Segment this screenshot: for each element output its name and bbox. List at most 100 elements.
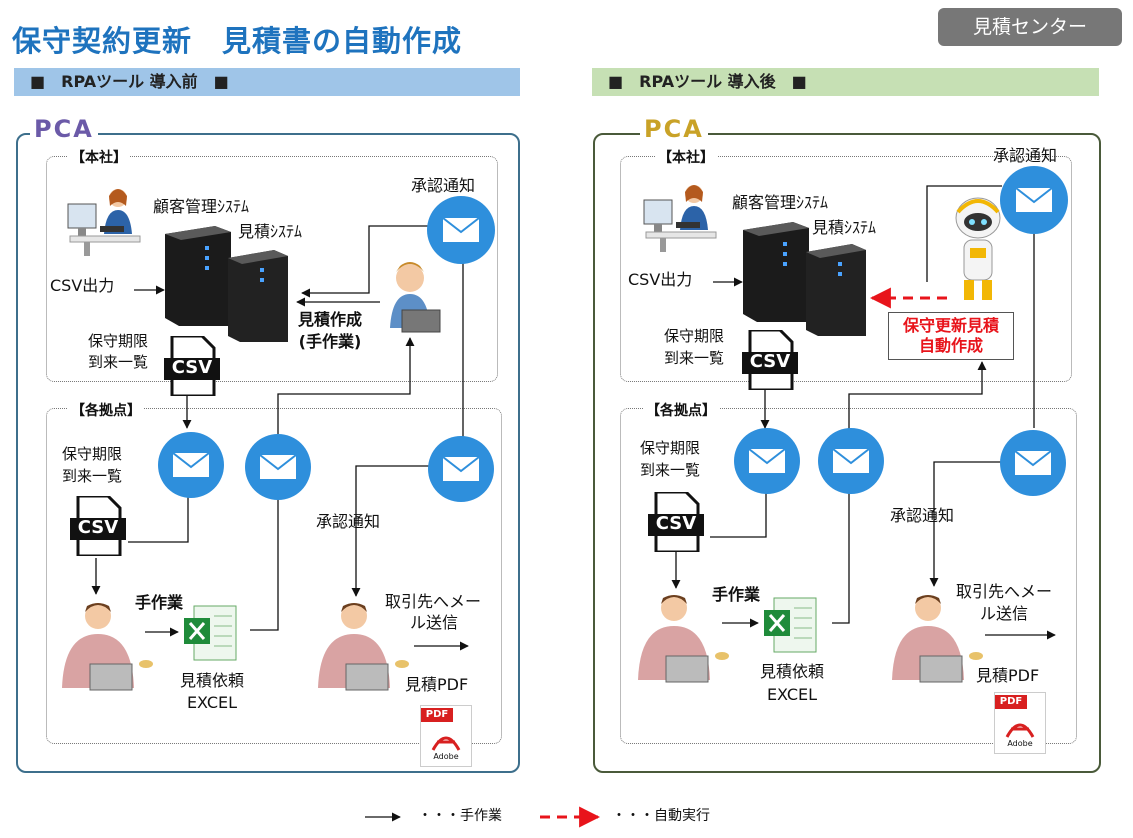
csv-file-icon (70, 494, 126, 558)
before-hq-approval-label: 承認通知 (411, 176, 476, 195)
after-branch-approval-label: 承認通知 (890, 506, 955, 525)
after-excel-label-1: 見積依頼 (759, 662, 824, 681)
pdf-badge: PDF (995, 695, 1027, 709)
csv-file-icon (742, 328, 798, 392)
before-approval-to-system-line (301, 225, 431, 298)
crm-server-icon (743, 222, 809, 322)
csv-icon-text: CSV (171, 357, 213, 378)
mail-envelope-icon (172, 452, 210, 477)
after-band: ■ RPAツール 導入後 ■ (592, 68, 1099, 96)
before-excel-label-2: EXCEL (186, 693, 238, 712)
after-branch-mail-icon-2 (818, 428, 884, 494)
after-hq-approval-mail-icon (1000, 166, 1068, 234)
before-send-label-1: 取引先へメー (385, 592, 482, 611)
mail-envelope-icon (832, 448, 870, 473)
before-branch-mail-icon-1 (158, 432, 224, 498)
after-quote-system-label: 見積ｼｽﾃﾑ (812, 218, 877, 237)
before-branch-mail-icon-3 (428, 436, 494, 502)
before-band: ■ RPAツール 導入前 ■ (14, 68, 520, 96)
mail-envelope-icon (442, 217, 480, 242)
before-mail-to-csv-line (128, 490, 189, 543)
after-approval-to-robot-line (926, 185, 1002, 282)
before-branch-label: 【各拠点】 (68, 400, 144, 420)
before-list-label-2: 到来一覧 (88, 353, 149, 371)
before-send-label-2: ル送信 (410, 613, 459, 632)
quote-server-icon (806, 244, 866, 336)
legend-manual-label: ・・・手作業 (418, 808, 502, 824)
csv-icon-text: CSV (77, 517, 119, 538)
pdf-badge: PDF (421, 708, 453, 722)
after-hq-box (620, 156, 1072, 382)
before-pdf-icon: PDF Adobe (420, 705, 472, 767)
before-list-label-1: 保守期限 (88, 332, 149, 350)
after-send-label-1: 取引先へメー (956, 582, 1053, 601)
before-branch-box (46, 408, 502, 744)
before-branch-csv-icon: CSV (70, 494, 126, 558)
excel-file-icon (184, 605, 237, 661)
before-branch-list-label-2: 到来一覧 (62, 467, 123, 485)
after-branch-list-label-2: 到来一覧 (640, 461, 701, 479)
before-manual-label: 手作業 (135, 593, 184, 612)
before-band-label: ■ RPAツール 導入前 ■ (30, 72, 229, 91)
page-title: 保守契約更新 見積書の自動作成 (12, 24, 463, 58)
adobe-label: Adobe (433, 752, 459, 761)
operator-woman-icon (67, 189, 141, 256)
csv-file-icon (164, 334, 220, 398)
after-list-label-1: 保守期限 (664, 327, 725, 345)
mail-envelope-icon (1015, 187, 1053, 212)
before-pca-logo: PCA (30, 115, 98, 143)
after-excel-to-rpa-line (832, 361, 987, 624)
adobe-label: Adobe (1007, 739, 1033, 748)
after-branch-label: 【各拠点】 (643, 400, 719, 420)
mail-envelope-icon (442, 456, 480, 481)
after-branch-mail-icon-3 (1000, 430, 1066, 496)
before-panel (16, 133, 520, 773)
after-auto-quote-label-2: 自動作成 (918, 336, 983, 355)
before-hq-label: 【本社】 (68, 147, 130, 167)
mail-envelope-icon (748, 448, 786, 473)
csv-icon-text: CSV (655, 513, 697, 534)
after-send-label-2: ル送信 (980, 604, 1029, 623)
legend-auto-label: ・・・自動実行 (612, 808, 710, 824)
after-branch-list-label-1: 保守期限 (640, 439, 701, 457)
before-branch-mail-icon-2 (245, 434, 311, 500)
after-pdf-label: 見積PDF (976, 666, 1040, 685)
before-hq-approval-mail-icon (427, 196, 495, 264)
before-excel-to-quote-line (250, 337, 415, 631)
after-auto-quote-label-1: 保守更新見積 (902, 316, 999, 335)
mail-envelope-icon (1014, 450, 1052, 475)
robot-icon (955, 197, 1001, 300)
operator-woman-icon (643, 185, 717, 252)
csv-icon-text: CSV (749, 351, 791, 372)
after-pdf-icon: PDF Adobe (994, 692, 1046, 754)
after-csv-out-label: CSV出力 (628, 270, 693, 289)
before-pdf-label: 見積PDF (405, 675, 469, 694)
before-manual-quote-label-1: 見積作成 (297, 310, 362, 329)
after-branch-csv-icon: CSV (648, 490, 704, 554)
after-band-label: ■ RPAツール 導入後 ■ (608, 72, 807, 91)
after-panel (593, 133, 1101, 773)
before-quote-system-label: 見積ｼｽﾃﾑ (238, 222, 303, 241)
office-worker-icon (892, 595, 983, 683)
before-manual-quote-label-2: (手作業) (298, 332, 362, 351)
before-hq-csv-icon: CSV (164, 334, 220, 398)
after-list-label-2: 到来一覧 (664, 349, 725, 367)
after-mail-to-csv-line (710, 490, 767, 538)
after-hq-approval-label: 承認通知 (993, 146, 1058, 165)
after-pca-logo: PCA (640, 115, 708, 143)
adobe-acrobat-icon (431, 736, 461, 751)
mail-envelope-icon (259, 454, 297, 479)
after-manual-label: 手作業 (712, 585, 761, 604)
after-excel-label-2: EXCEL (766, 685, 818, 704)
after-branch-approval-arrow (929, 461, 1002, 587)
after-auto-quote-box: 保守更新見積 自動作成 (888, 312, 1014, 360)
before-branch-list-label-1: 保守期限 (62, 445, 123, 463)
adobe-acrobat-icon (1005, 723, 1035, 738)
csv-file-icon (648, 490, 704, 554)
before-csv-out-label: CSV出力 (50, 276, 115, 295)
quote-server-icon (228, 250, 288, 342)
after-crm-system-label: 顧客管理ｼｽﾃﾑ (732, 193, 829, 212)
after-branch-mail-icon-1 (734, 428, 800, 494)
crm-server-icon (165, 226, 231, 326)
